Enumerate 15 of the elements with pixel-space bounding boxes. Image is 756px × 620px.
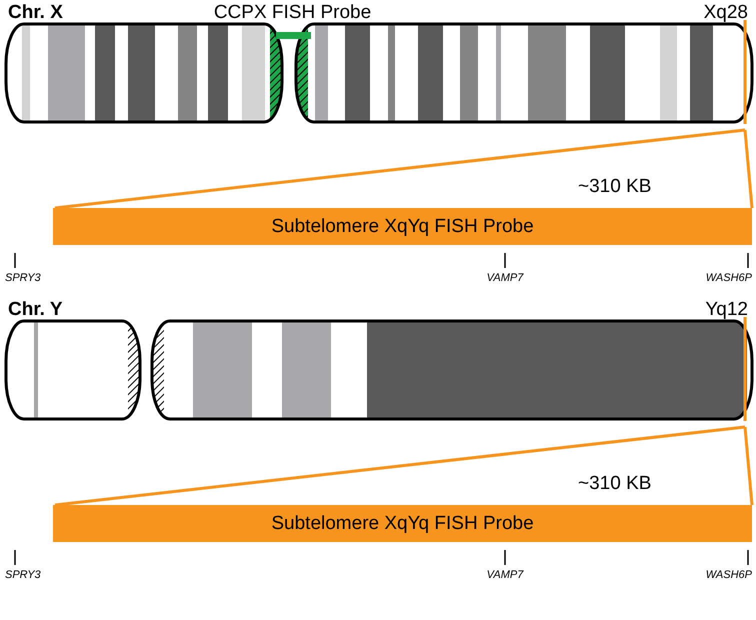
gene-label: SPRY3 <box>5 272 41 284</box>
gene-label: SPRY3 <box>5 569 41 581</box>
size-label: ~310 KB <box>578 473 652 495</box>
gene-label: VAMP7 <box>486 569 524 581</box>
chromosome-heading: Chr. Y <box>8 299 63 321</box>
gene-label: WASH6P <box>706 272 752 284</box>
probe-label: Subtelomere XqYq FISH Probe <box>270 513 535 535</box>
gene-label: WASH6P <box>706 569 752 581</box>
size-label: ~310 KB <box>578 176 652 198</box>
probe-label: CCPX FISH Probe <box>212 2 372 24</box>
chromosome-heading: Chr. X <box>8 2 63 24</box>
band-label: Yq12 <box>705 299 748 321</box>
gene-label: VAMP7 <box>486 272 524 284</box>
band-label: Xq28 <box>704 2 748 24</box>
probe-label: Subtelomere XqYq FISH Probe <box>270 216 535 238</box>
